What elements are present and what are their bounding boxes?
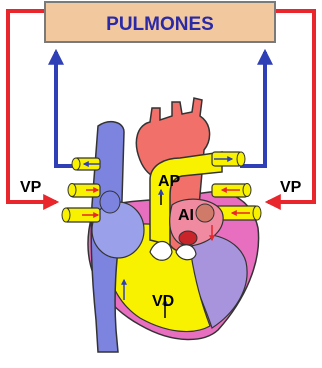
label-ai: AI (178, 207, 194, 224)
label-vp-right: VP (280, 179, 302, 196)
pulmonary-artery-right-circuit (240, 52, 265, 166)
right-branch-lower-end (253, 206, 261, 220)
vena-cava-opening (100, 191, 120, 213)
label-vd: VD (152, 293, 174, 310)
right-branch-upper-end (237, 152, 245, 166)
label-ap: AP (158, 173, 181, 190)
left-branch-mid-end (68, 184, 76, 197)
left-branch-upper-end (72, 158, 80, 170)
left-branch-lower-end (62, 208, 70, 222)
left-atrium-inner (196, 204, 214, 222)
left-atrium-vessel (179, 231, 197, 245)
pulmonary-artery-left-circuit (56, 52, 76, 166)
label-vp-left: VP (20, 179, 42, 196)
right-branch-mid-end (243, 184, 251, 197)
lungs-title: PULMONES (106, 14, 214, 35)
